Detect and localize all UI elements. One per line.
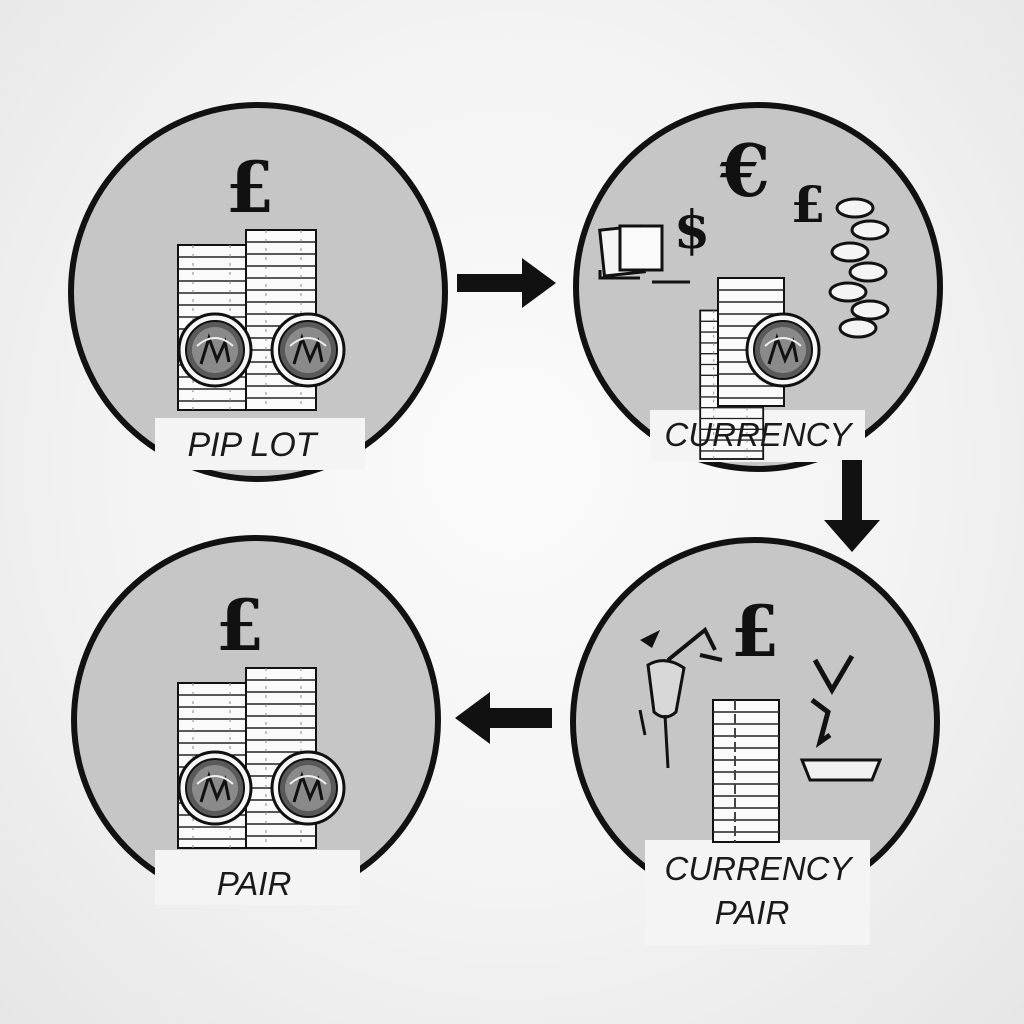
node-label-line-2: PAIR: [715, 894, 790, 931]
label-plate: [645, 840, 870, 945]
node-currency: € $ £ CURRENCY: [573, 102, 943, 472]
label-plate: [155, 418, 365, 470]
arrow-right: [457, 258, 556, 308]
node-label: PIP LOT: [187, 426, 318, 464]
currency-symbol: £: [731, 590, 780, 673]
currency-symbol: €: [719, 128, 770, 213]
node-pip-lot: £ PIP LOT: [68, 102, 448, 482]
currency-symbol-secondary: £: [791, 175, 826, 234]
arrow-down: [824, 460, 880, 552]
currency-symbol-secondary: $: [674, 200, 710, 261]
currency-symbol: £: [226, 146, 275, 229]
node-label-line-1: CURRENCY: [664, 850, 853, 887]
currency-exchange-icon: [598, 197, 890, 460]
node-pair: £ PAIR: [71, 535, 441, 905]
currency-symbol: £: [216, 584, 265, 667]
node-currency-pair: £ CURRENCY PAIR: [570, 537, 940, 945]
trade-sketch-icon: [638, 626, 883, 843]
node-label: CURRENCY: [664, 416, 853, 453]
label-plate: [155, 850, 360, 905]
node-label: PAIR: [217, 865, 292, 902]
arrow-left: [455, 692, 552, 744]
